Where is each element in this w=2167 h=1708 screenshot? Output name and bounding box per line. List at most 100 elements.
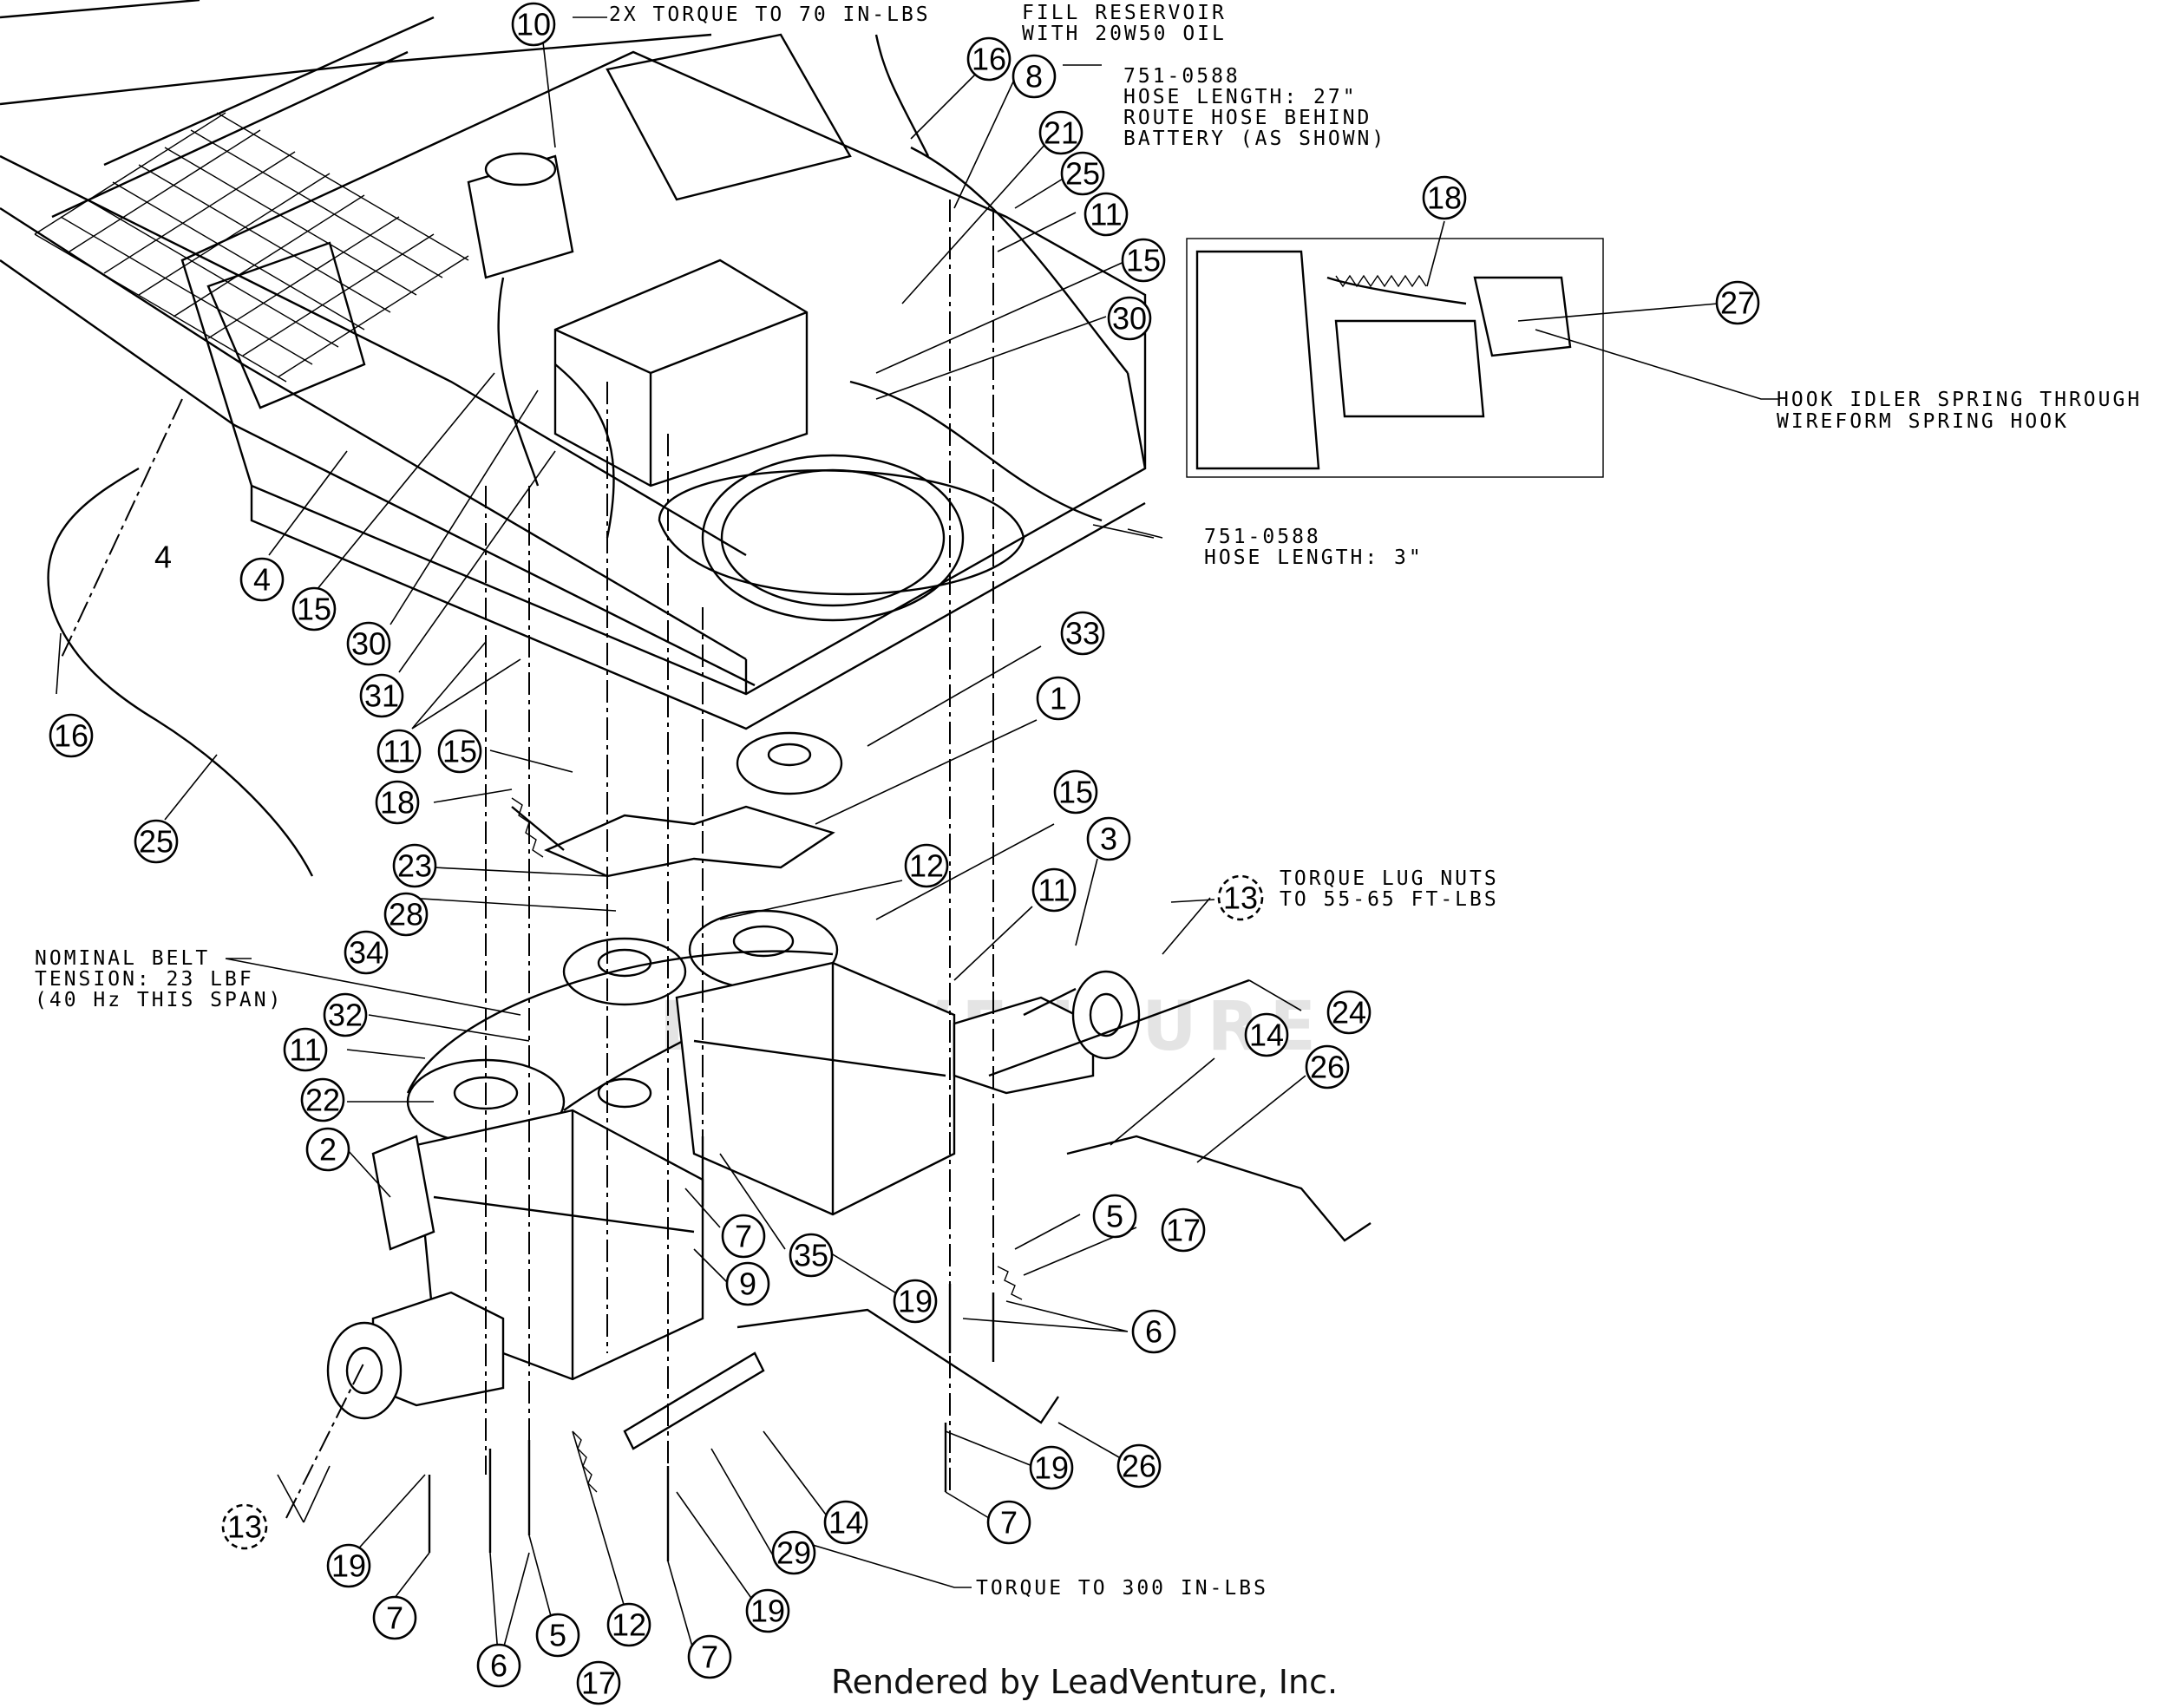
callout-25-left[interactable]: 25	[134, 819, 179, 864]
callout-11-left[interactable]: 11	[376, 729, 422, 774]
svg-text:1: 1	[1050, 681, 1067, 717]
callout-9[interactable]: 9	[725, 1261, 770, 1306]
callout-15-top[interactable]: 15	[1121, 238, 1166, 283]
svg-text:19: 19	[750, 1593, 785, 1629]
callout-29[interactable]: 29	[771, 1530, 816, 1575]
callout-15-mid[interactable]: 15	[437, 729, 482, 774]
callout-27[interactable]: 27	[1715, 280, 1760, 325]
svg-text:31: 31	[364, 678, 399, 714]
svg-text:28: 28	[389, 897, 423, 933]
idler-spring-inset	[1326, 276, 1467, 305]
svg-text:7: 7	[1000, 1505, 1018, 1541]
note-lug-2: TO 55-65 FT-LBS	[1280, 888, 1499, 911]
callout-31[interactable]: 31	[359, 673, 404, 718]
transaxle-right	[675, 961, 1141, 1216]
callout-14-lower[interactable]: 14	[823, 1500, 868, 1545]
callout-5-right[interactable]: 5	[1092, 1194, 1137, 1239]
battery	[553, 258, 809, 488]
svg-text:25: 25	[139, 824, 173, 860]
callout-7-left[interactable]: 7	[372, 1595, 417, 1640]
callout-5-lower[interactable]: 5	[535, 1613, 580, 1658]
callout-14-right[interactable]: 14	[1244, 1012, 1289, 1057]
callout-18-inset[interactable]: 18	[1422, 175, 1467, 220]
callout-26-lower[interactable]: 26	[1116, 1443, 1162, 1489]
callout-22[interactable]: 22	[300, 1077, 345, 1122]
note-torque-70: 2X TORQUE TO 70 IN-LBS	[609, 3, 931, 26]
callout-19-mid[interactable]: 19	[893, 1279, 938, 1324]
rod-26-lower	[737, 1308, 1059, 1424]
free-label-4: 4	[154, 540, 172, 575]
callout-7-lower[interactable]: 7	[687, 1634, 732, 1679]
callout-17-right[interactable]: 17	[1161, 1207, 1206, 1253]
svg-text:32: 32	[328, 998, 363, 1033]
callout-23[interactable]: 23	[392, 843, 437, 888]
note-hose27-4: BATTERY (AS SHOWN)	[1123, 128, 1386, 150]
callout-11-mid[interactable]: 11	[283, 1027, 328, 1072]
note-fill-reservoir-2: WITH 20W50 OIL	[1022, 23, 1227, 45]
callout-4[interactable]: 4	[239, 557, 285, 602]
svg-text:17: 17	[581, 1665, 616, 1701]
callout-35[interactable]: 35	[789, 1233, 834, 1278]
callout-34[interactable]: 34	[344, 930, 389, 975]
svg-text:11: 11	[1038, 873, 1070, 908]
note-belt-2: TENSION: 23 LBF	[35, 968, 254, 991]
callout-17-lower[interactable]: 17	[576, 1660, 621, 1705]
callout-33[interactable]: 33	[1060, 611, 1105, 656]
credit-text: Rendered by LeadVenture, Inc.	[831, 1663, 1338, 1701]
callout-24[interactable]: 24	[1326, 990, 1372, 1035]
callout-2[interactable]: 2	[305, 1127, 350, 1172]
callout-19-lower[interactable]: 19	[745, 1588, 790, 1633]
callout-8[interactable]: 8	[1011, 54, 1057, 99]
pulley-33	[736, 731, 843, 795]
svg-text:17: 17	[1166, 1213, 1201, 1248]
callout-30-left[interactable]: 30	[346, 621, 391, 666]
callout-19-right[interactable]: 19	[1029, 1445, 1074, 1490]
callout-25-top[interactable]: 25	[1060, 151, 1105, 196]
svg-text:7: 7	[386, 1600, 403, 1636]
callout-10[interactable]: 10	[511, 2, 556, 47]
callout-11-top[interactable]: 11	[1084, 192, 1129, 237]
svg-text:18: 18	[380, 785, 415, 821]
callout-13-left[interactable]: 13	[221, 1503, 268, 1550]
callout-21[interactable]: 21	[1038, 110, 1084, 155]
callout-11-right[interactable]: 11	[1031, 867, 1077, 913]
svg-text:35: 35	[794, 1238, 828, 1273]
svg-text:18: 18	[1427, 180, 1462, 216]
svg-text:22: 22	[305, 1083, 340, 1118]
transaxle-left	[326, 1109, 704, 1420]
svg-text:27: 27	[1720, 285, 1755, 321]
callout-32[interactable]: 32	[323, 992, 368, 1037]
svg-text:16: 16	[972, 42, 1006, 77]
note-hose27-2: HOSE LENGTH: 27"	[1123, 86, 1358, 108]
svg-text:15: 15	[297, 592, 331, 627]
svg-text:30: 30	[1112, 301, 1147, 337]
svg-text:23: 23	[397, 848, 432, 884]
callout-13-right[interactable]: 13	[1217, 874, 1264, 921]
callout-18-left[interactable]: 18	[375, 780, 420, 825]
callout-3[interactable]: 3	[1086, 816, 1131, 861]
callout-15-right[interactable]: 15	[1053, 769, 1098, 815]
callout-28[interactable]: 28	[383, 892, 429, 937]
callout-1[interactable]: 1	[1036, 676, 1081, 721]
callout-16-top[interactable]: 16	[966, 36, 1011, 82]
callout-7-right[interactable]: 7	[986, 1500, 1031, 1545]
svg-text:26: 26	[1122, 1449, 1156, 1484]
callout-30-top[interactable]: 30	[1107, 296, 1152, 341]
spring-17-right	[997, 1266, 1023, 1300]
callout-15-left[interactable]: 15	[291, 586, 337, 632]
svg-text:11: 11	[289, 1032, 321, 1068]
svg-text:29: 29	[776, 1535, 811, 1571]
callout-6-lower[interactable]: 6	[476, 1643, 521, 1688]
callout-7-mid[interactable]: 7	[721, 1214, 766, 1259]
callout-6-right[interactable]: 6	[1131, 1309, 1176, 1354]
callout-bubbles: 10 16 8 21 25 11 15 30 18 27 4 15 30 31 …	[49, 2, 1760, 1705]
note-torque-300: TORQUE TO 300 IN-LBS	[976, 1577, 1268, 1600]
callout-12-lower[interactable]: 12	[606, 1602, 651, 1647]
svg-text:5: 5	[1106, 1199, 1123, 1234]
callout-19-left[interactable]: 19	[326, 1543, 371, 1588]
callout-16-left[interactable]: 16	[49, 713, 94, 758]
inset-idler-spring	[1186, 238, 1604, 478]
callout-26-right[interactable]: 26	[1305, 1044, 1350, 1090]
callout-12-mid[interactable]: 12	[904, 843, 949, 888]
